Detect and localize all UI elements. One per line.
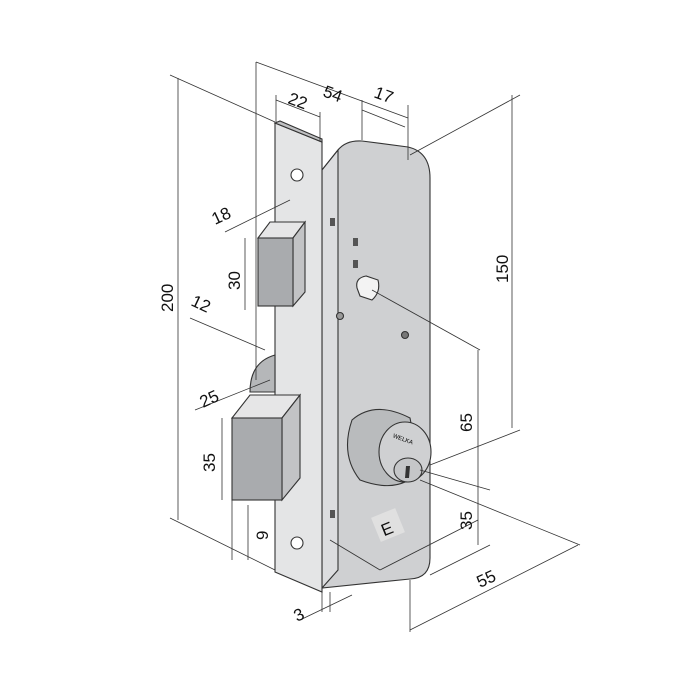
dim-case-depth: 54 — [321, 82, 345, 106]
dim-case-height: 150 — [493, 255, 512, 283]
screw — [400, 330, 410, 340]
slot — [330, 218, 335, 226]
dim-deadbolt-height: 35 — [200, 453, 219, 472]
dim-overall-height: 200 — [158, 284, 177, 312]
keyway-icon — [405, 466, 410, 478]
deadbolt-front — [231, 417, 283, 501]
slot — [330, 510, 335, 518]
dim-faceplate-width: 22 — [286, 89, 310, 113]
dim-cylinder-to-bottom: 35 — [457, 511, 476, 530]
screw-hole-bottom — [290, 536, 304, 550]
screw — [335, 311, 345, 321]
dim-spindle-to-cylinder: 65 — [457, 413, 476, 432]
dim-backset-offset: 17 — [372, 83, 396, 107]
dim-latch-height: 30 — [225, 271, 244, 290]
dim-deadbolt-offset: 9 — [253, 531, 272, 540]
dim-backset: 55 — [474, 566, 499, 591]
faceplate — [274, 122, 323, 593]
entry-marker-box — [371, 508, 405, 542]
slot — [353, 260, 358, 268]
screw-hole-top — [290, 168, 304, 182]
dim-latch-offset: 12 — [188, 291, 213, 316]
latch-bolt-front — [257, 237, 294, 307]
lock-case-front — [321, 148, 339, 590]
spindle-hole — [356, 275, 380, 301]
faceplate-edge — [273, 120, 323, 143]
dim-faceplate-thickness: 3 — [291, 604, 308, 625]
auxiliary-latch — [249, 354, 276, 393]
dim-latch-projection: 18 — [209, 203, 234, 228]
slot — [353, 238, 358, 246]
dimension-lines — [169, 61, 581, 632]
